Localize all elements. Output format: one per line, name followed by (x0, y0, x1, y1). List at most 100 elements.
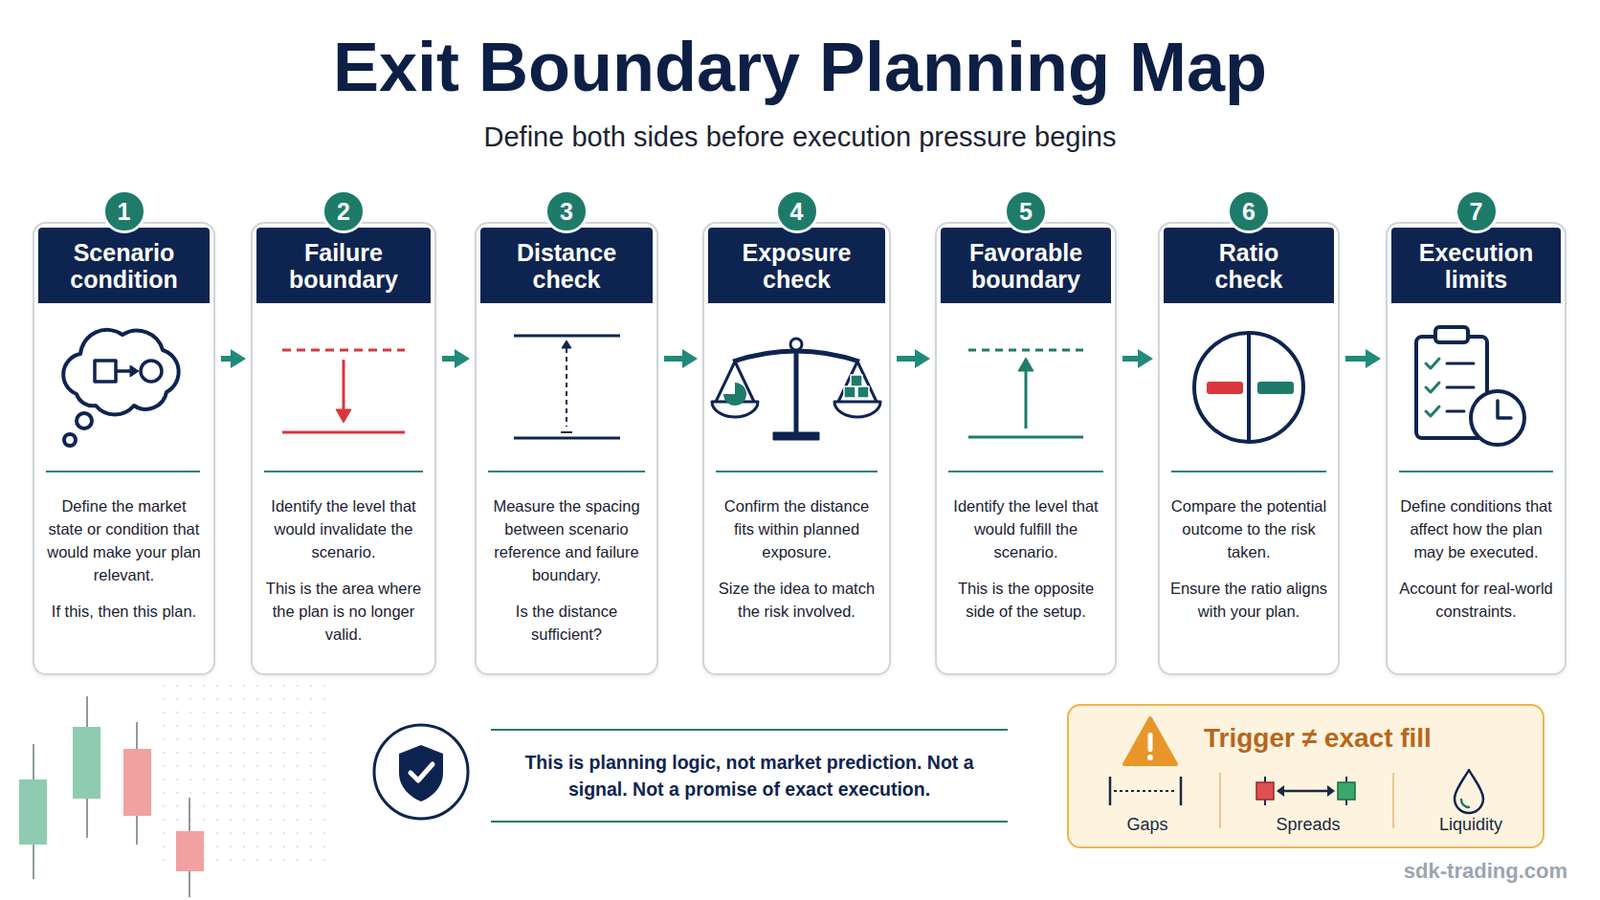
step-description: Size the idea to match the risk involved… (712, 577, 881, 623)
warning-item-label: Liquidity (1439, 815, 1503, 835)
favorable-boundary-icon (1018, 357, 1034, 372)
candlestick-decoration (176, 831, 204, 872)
step-body: Define conditions that affect how the pl… (1396, 494, 1556, 637)
gap-icon (1110, 777, 1181, 806)
failure-boundary-icon (282, 350, 405, 433)
candlestick-decoration (72, 727, 101, 800)
distance-icon (560, 431, 573, 434)
warning-item: Gaps (1080, 813, 1215, 837)
step-card: Execution limitsDefine conditions that a… (1385, 222, 1567, 676)
heading-band: Favorable boundary (940, 227, 1112, 304)
step-number: 6 (1242, 198, 1256, 225)
step-heading: Execution limits (1419, 239, 1534, 293)
thought-cloud-icon (64, 434, 76, 446)
step-description: Measure the spacing between scenario ref… (485, 494, 648, 587)
step-number-badge: 6 (1226, 189, 1271, 234)
page-title: Exit Boundary Planning Map (0, 24, 1600, 110)
step-description: This is the area where the plan is no lo… (261, 577, 426, 646)
checklist-clock-icon (1425, 406, 1440, 417)
step-body: Identify the level that would fulfill th… (945, 494, 1107, 637)
flow-arrow (221, 355, 237, 362)
warning-panel-ground (1219, 773, 1222, 829)
spread-icon (1276, 785, 1285, 798)
step-body: Confirm the distance fits within planned… (712, 494, 881, 637)
distance-icon (565, 348, 568, 427)
step-description: Confirm the distance fits within planned… (712, 494, 881, 564)
shield-badge (374, 725, 468, 820)
checklist-clock-icon (1446, 362, 1474, 366)
thought-cloud-icon (140, 360, 162, 382)
heading-band: Distance check (480, 227, 653, 304)
step-number-badge: 2 (321, 189, 366, 234)
flow-arrow (442, 355, 461, 362)
checklist-clock-icon (1470, 391, 1525, 445)
failure-boundary-icon (342, 359, 346, 414)
card-dividers (948, 470, 1104, 473)
distance-icon (513, 335, 621, 439)
step-card: Exposure checkConfirm the distance fits … (702, 222, 891, 676)
warning-panel-ground (1148, 733, 1154, 753)
checklist-clock-icon (1446, 386, 1474, 390)
step-description: Define the market state or condition tha… (43, 494, 205, 587)
thought-cloud-icon (130, 365, 139, 378)
spread-icon (1282, 790, 1330, 794)
balance-scale-icon (850, 375, 863, 387)
heading-band: Ratio check (1163, 227, 1334, 304)
candlestick-decoration (123, 749, 152, 817)
liquidity-drop-icon (1454, 770, 1484, 814)
thought-cloud-icon (115, 369, 133, 374)
balance-scale-icon (834, 401, 881, 418)
flow-arrow (1345, 355, 1372, 362)
step-heading: Ratio check (1215, 239, 1284, 293)
step-description: Account for real-world constraints. (1396, 577, 1556, 623)
checklist-clock-icon (1435, 327, 1468, 343)
ratio-icon (1257, 381, 1294, 395)
failure-boundary-icon (282, 349, 405, 353)
favorable-boundary-icon (968, 350, 1084, 438)
step-body: Define the market state or condition tha… (43, 494, 205, 637)
card-dividers (1399, 470, 1554, 473)
liquidity-drop-icon (1454, 770, 1484, 814)
spread-icon (1337, 782, 1356, 800)
balance-scale-icon (857, 386, 869, 399)
card-dividers (488, 470, 645, 473)
step-description: Define conditions that affect how the pl… (1396, 494, 1556, 564)
step-description: If this, then this plan. (43, 600, 205, 623)
warning-title-row: Trigger ≠ exact fill (1203, 721, 1432, 756)
step-heading: Scenario condition (69, 239, 178, 293)
balance-scale-icon (844, 386, 856, 399)
step-number: 4 (790, 198, 804, 225)
disclaimer-rules (490, 821, 1008, 823)
balance-scale-icon (790, 338, 802, 351)
step-description: Ensure the ratio aligns with your plan. (1168, 577, 1330, 623)
ratio-icon (1246, 333, 1251, 443)
step-number: 1 (117, 198, 132, 225)
ratio-icon (1206, 381, 1244, 395)
heading-band: Scenario condition (38, 227, 210, 304)
shield-badge (399, 745, 444, 802)
subtitle: Define both sides before execution press… (0, 118, 1600, 156)
step-number-badge: 7 (1454, 189, 1499, 234)
checklist-clock-icon (1416, 327, 1525, 445)
checklist-clock-icon (1497, 400, 1512, 419)
warning-item: Liquidity (1403, 813, 1538, 837)
heading-band: Exposure check (708, 227, 886, 304)
balance-scale-icon (794, 346, 800, 433)
step-number: 3 (559, 198, 574, 225)
warning-panel-ground (1392, 773, 1395, 829)
flow-arrow (664, 355, 689, 362)
card-dividers (45, 470, 200, 473)
step-card: Favorable boundaryIdentify the level tha… (934, 222, 1117, 676)
step-number-badge: 3 (544, 189, 589, 234)
shield-badge (374, 725, 468, 820)
balance-scale-icon (733, 351, 860, 362)
watermark: sdk-trading.com (1403, 858, 1568, 886)
step-number-badge: 1 (102, 189, 147, 234)
heading-band: Failure boundary (256, 227, 431, 304)
disclaimer-rules (490, 729, 1008, 732)
warning-panel-ground (1067, 705, 1544, 848)
gap-icon (1109, 777, 1112, 806)
step-number: 7 (1469, 198, 1484, 225)
